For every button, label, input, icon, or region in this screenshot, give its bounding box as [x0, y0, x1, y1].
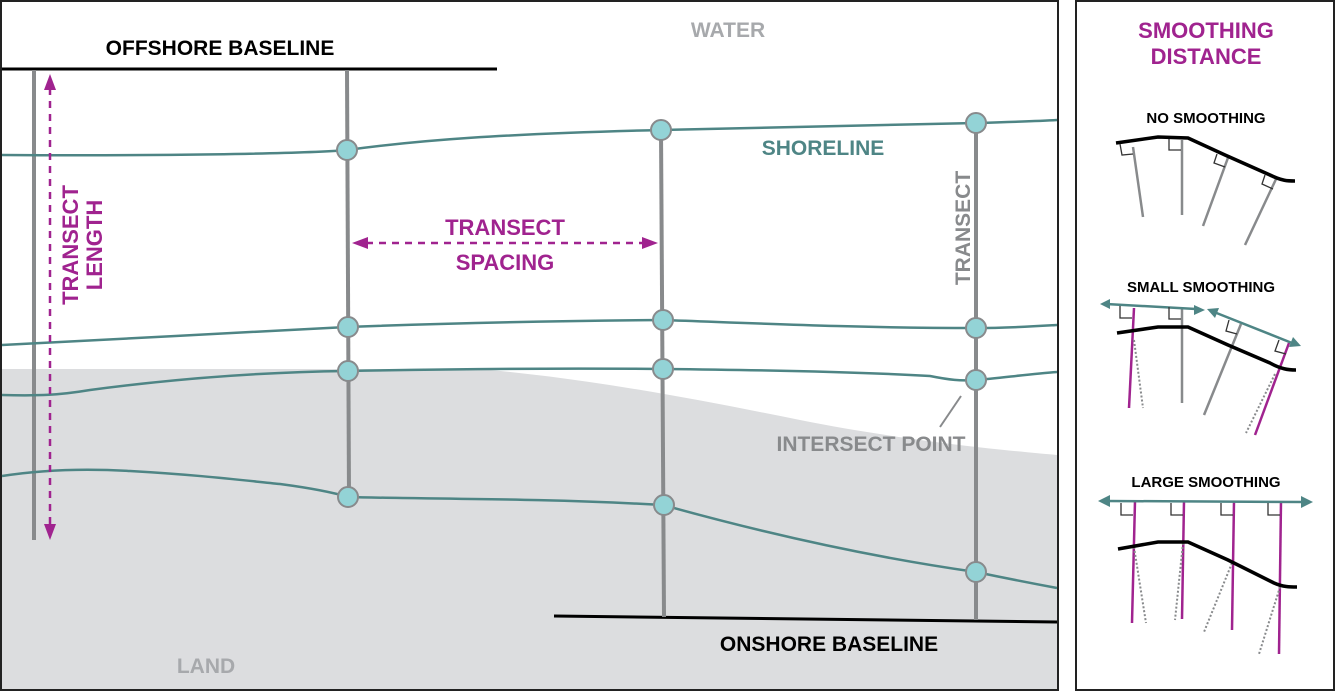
side-panel-title: SMOOTHING	[1138, 18, 1274, 43]
intersect-point-label: INTERSECT POINT	[776, 433, 965, 456]
arrowhead-down-icon	[44, 524, 56, 540]
arrowhead-up-icon	[44, 74, 56, 90]
intersect-point	[653, 494, 675, 516]
shoreline	[1, 367, 1058, 397]
land-label: LAND	[177, 655, 235, 678]
shoreline-label: SHORELINE	[762, 137, 885, 160]
no-smoothing-illustration	[1115, 135, 1296, 246]
transect-length-label: LENGTH	[82, 200, 107, 290]
intersect-point	[652, 309, 674, 331]
intersect-point	[965, 561, 987, 583]
onshore-baseline	[553, 614, 1058, 624]
intersect-point	[650, 119, 672, 141]
small-smoothing-label: SMALL SMOOTHING	[1127, 279, 1275, 296]
arrowhead-left-icon	[352, 237, 368, 249]
intersect-point	[965, 369, 987, 391]
no-smoothing-label: NO SMOOTHING	[1146, 110, 1265, 127]
transect-spacing-label: TRANSECT	[445, 215, 565, 240]
large-smoothing-illustration	[1098, 495, 1313, 655]
intersect-leader-line	[939, 395, 962, 428]
water-label: WATER	[691, 19, 765, 42]
intersect-point	[965, 112, 987, 134]
transect-length-label: TRANSECT	[58, 185, 83, 305]
arrowhead-right-icon	[642, 237, 658, 249]
transect-spacing-label: SPACING	[456, 250, 555, 275]
offshore-baseline-label: OFFSHORE BASELINE	[106, 37, 335, 60]
land-area	[2, 369, 1057, 689]
shoreline	[1, 468, 1058, 590]
transect-line	[345, 69, 351, 498]
intersect-point	[336, 139, 358, 161]
side-panel-title: DISTANCE	[1151, 44, 1262, 69]
intersect-point	[337, 486, 359, 508]
large-smoothing-label: LARGE SMOOTHING	[1131, 474, 1280, 491]
intersect-point	[337, 360, 359, 382]
small-smoothing-illustration	[1100, 299, 1301, 436]
intersect-point	[965, 317, 987, 339]
intersect-point	[337, 316, 359, 338]
transect-label: TRANSECT	[952, 171, 975, 286]
intersect-point	[652, 358, 674, 380]
onshore-baseline-label: ONSHORE BASELINE	[720, 633, 938, 656]
